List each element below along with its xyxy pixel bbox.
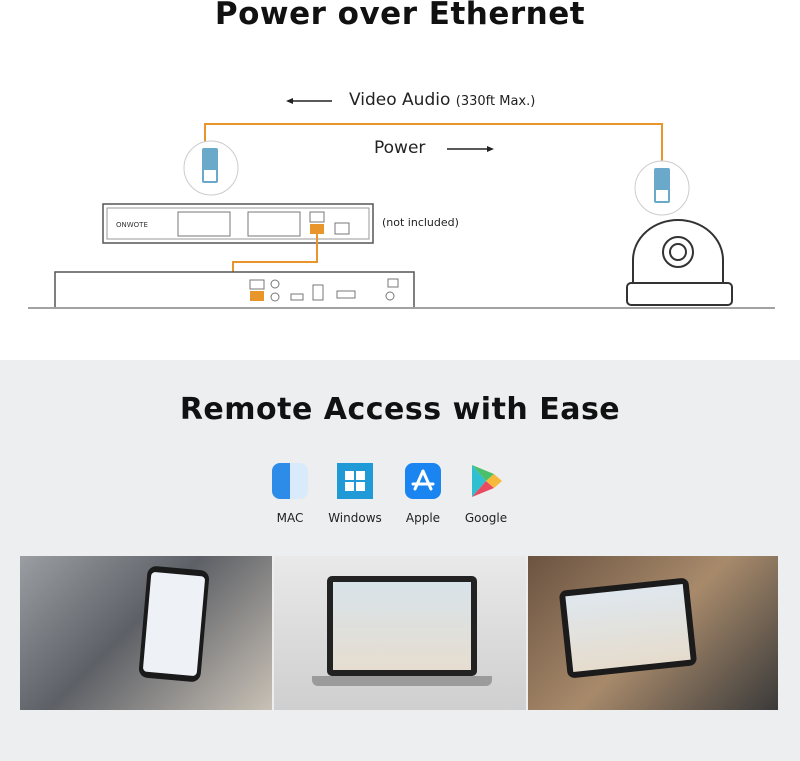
video-audio-label: Video Audio (330ft Max.) xyxy=(349,90,535,110)
phone-icon xyxy=(138,565,210,683)
rj45-connector-icon xyxy=(183,140,239,196)
app-store-icon xyxy=(405,463,441,499)
photo-tablet-app xyxy=(528,556,778,710)
platform-label: Google xyxy=(464,511,508,525)
windows-icon xyxy=(337,463,373,499)
platform-label: MAC xyxy=(276,511,304,525)
finder-icon xyxy=(272,463,308,499)
tablet-icon xyxy=(558,577,698,679)
remote-title: Remote Access with Ease xyxy=(179,392,621,427)
rj45-connector-icon xyxy=(634,160,690,216)
dome-camera-icon xyxy=(626,219,733,306)
photo-phone-app xyxy=(20,556,272,710)
poe-diagram: ONWOTE xyxy=(28,98,775,309)
platform-label: Apple xyxy=(405,511,441,525)
arrow-left-icon xyxy=(286,98,332,104)
platform-google: Google xyxy=(451,463,521,525)
distance-label: (330ft Max.) xyxy=(455,94,536,109)
google-play-icon xyxy=(468,463,504,499)
platform-apple: Apple xyxy=(388,463,458,525)
laptop-icon xyxy=(327,576,477,676)
nvr-device xyxy=(54,271,415,307)
poe-switch xyxy=(102,203,374,244)
switch-brand: ONWOTE xyxy=(116,221,148,229)
video-audio-text: Video Audio xyxy=(349,90,451,110)
platform-label: Windows xyxy=(328,511,382,525)
poe-section: Power over Ethernet ONWOTE xyxy=(0,0,800,360)
platform-windows: Windows xyxy=(320,463,390,525)
power-label: Power xyxy=(374,138,426,158)
photo-laptop-app xyxy=(274,556,526,710)
not-included-label: (not included) xyxy=(382,216,459,229)
poe-title: Power over Ethernet xyxy=(214,0,586,32)
arrow-right-icon xyxy=(447,146,494,152)
platform-mac: MAC xyxy=(255,463,325,525)
